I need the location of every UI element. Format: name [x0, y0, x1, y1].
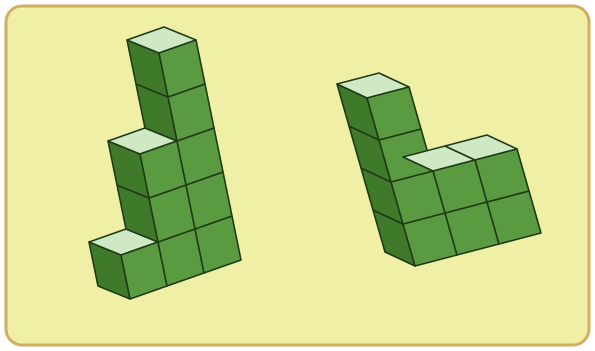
illustration-canvas: [0, 0, 595, 351]
